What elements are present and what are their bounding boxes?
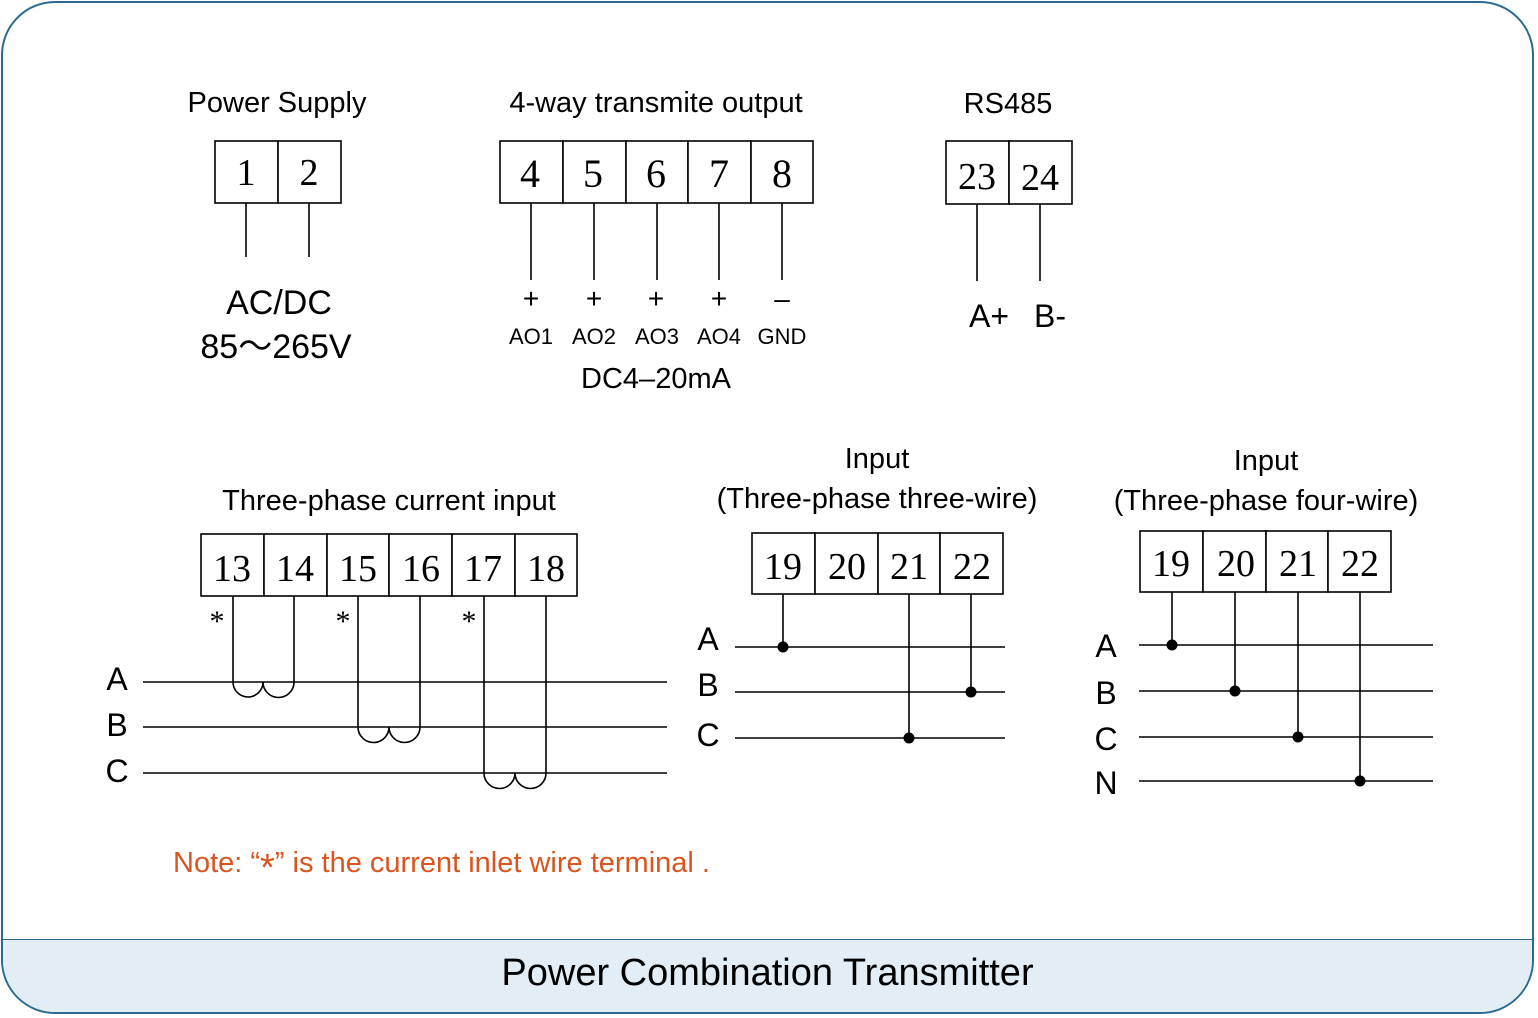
ao1-sign: + [523,283,539,314]
terminal-5-label: 5 [583,151,603,196]
terminal-14 [263,533,328,597]
terminal-4w-21-label: 21 [1279,543,1317,585]
power-type-label: AC/DC [226,284,332,322]
terminal-4w-20 [1202,530,1267,593]
three-wire-subtitle: (Three-phase three-wire) [717,483,1038,515]
wiring-diagram: Power Supply 1 2 AC/DC 85～265V 4-way tra… [105,87,1433,889]
ct-coil-b [357,596,421,744]
ct-coil-a [232,596,295,699]
ao3-label: AO3 [635,324,679,349]
terminal-16-label: 16 [402,548,440,590]
terminal-8-label: 8 [772,151,792,196]
terminal-2-label: 2 [300,152,319,194]
terminal-24-label: 24 [1021,157,1059,199]
terminal-3w-22-label: 22 [953,546,991,588]
current-phase-b-label: B [106,707,127,743]
terminal-18-label: 18 [527,548,565,590]
four-wire-phase-a-label: A [1095,628,1117,664]
terminal-1-label: 1 [237,152,256,194]
current-input-section: Three-phase current input 13 14 15 16 17… [105,485,667,790]
terminal-14-label: 14 [276,548,314,590]
rs485-section: RS485 23 24 A+ B- [945,88,1073,334]
four-wire-junction-a [1166,639,1178,651]
terminal-3w-19 [751,532,816,595]
note-mark: * [260,847,275,889]
three-wire-junction-b [965,686,977,698]
four-wire-phase-c-label: C [1094,721,1117,757]
terminal-16 [388,533,453,597]
three-wire-phase-b-label: B [697,667,718,703]
terminal-5 [562,140,627,204]
rs485-title: RS485 [964,88,1053,120]
four-wire-phase-n-label: N [1094,765,1117,801]
footer-title: Power Combination Transmitter [501,952,1034,994]
transmit-output-section: 4-way transmite output 4 5 6 7 8 + + + +… [499,87,814,395]
inlet-mark-15: * [336,605,351,638]
rs485-a-label: A+ [969,298,1009,334]
four-wire-junction-n [1354,775,1366,787]
three-wire-phase-a-label: A [697,621,719,657]
terminal-3w-20 [814,532,879,595]
power-supply-title: Power Supply [188,87,367,119]
four-wire-junction-c [1292,731,1304,743]
gnd-label: GND [758,324,807,349]
rs485-b-label: B- [1034,298,1066,334]
three-wire-junction-a [777,641,789,653]
power-voltage-label: 85～265V [200,328,352,366]
transmit-output-title: 4-way transmite output [509,87,802,119]
terminal-17-label: 17 [464,548,502,590]
terminal-15-label: 15 [339,548,377,590]
terminal-3w-20-label: 20 [828,546,866,588]
terminal-8 [750,140,814,204]
three-wire-section: Input (Three-phase three-wire) 19 20 21 … [696,443,1037,753]
output-range-label: DC4–20mA [581,363,732,395]
terminal-3w-21-label: 21 [890,546,928,588]
ao4-sign: + [711,283,727,314]
four-wire-phase-b-label: B [1095,675,1116,711]
gnd-sign: – [774,283,790,314]
terminal-7-label: 7 [709,151,729,196]
terminal-1 [214,140,279,204]
ao2-sign: + [586,283,602,314]
terminal-6-label: 6 [646,151,666,196]
ao4-label: AO4 [697,324,741,349]
terminal-7 [687,140,752,204]
four-wire-section: Input (Three-phase four-wire) 19 20 21 2… [1094,445,1433,801]
ao3-sign: + [648,283,664,314]
footer-bar: Power Combination Transmitter [3,939,1532,1012]
terminal-4w-22 [1327,530,1392,593]
inlet-mark-13: * [210,605,225,638]
inlet-mark-17: * [462,605,477,638]
ao1-label: AO1 [509,324,553,349]
terminal-4w-19 [1139,530,1204,593]
terminal-3w-22 [939,532,1004,595]
four-wire-junction-b [1229,685,1241,697]
inlet-note: Note: “*” is the current inlet wire term… [173,847,710,889]
three-wire-phase-c-label: C [696,717,719,753]
ct-coil-c [483,596,547,790]
terminal-4w-22-label: 22 [1341,543,1379,585]
terminal-13-label: 13 [213,548,251,590]
terminal-23-label: 23 [958,156,996,198]
terminal-18 [514,533,578,597]
four-wire-title: Input [1234,445,1299,477]
four-wire-subtitle: (Three-phase four-wire) [1114,485,1419,517]
three-wire-title: Input [845,443,910,475]
note-prefix: Note: “ [173,847,260,879]
power-supply-section: Power Supply 1 2 AC/DC 85～265V [188,87,367,366]
ao2-label: AO2 [572,324,616,349]
current-phase-c-label: C [105,753,128,789]
terminal-4-label: 4 [520,151,540,196]
terminal-3w-19-label: 19 [764,546,802,588]
three-wire-junction-c [903,732,915,744]
note-suffix: ” is the current inlet wire terminal . [275,847,710,879]
terminal-3w-21 [877,532,941,595]
terminal-4 [499,140,564,204]
current-phase-a-label: A [106,661,128,697]
terminal-4w-20-label: 20 [1217,543,1255,585]
terminal-4w-19-label: 19 [1152,543,1190,585]
current-input-title: Three-phase current input [222,485,556,517]
terminal-2 [277,140,342,204]
